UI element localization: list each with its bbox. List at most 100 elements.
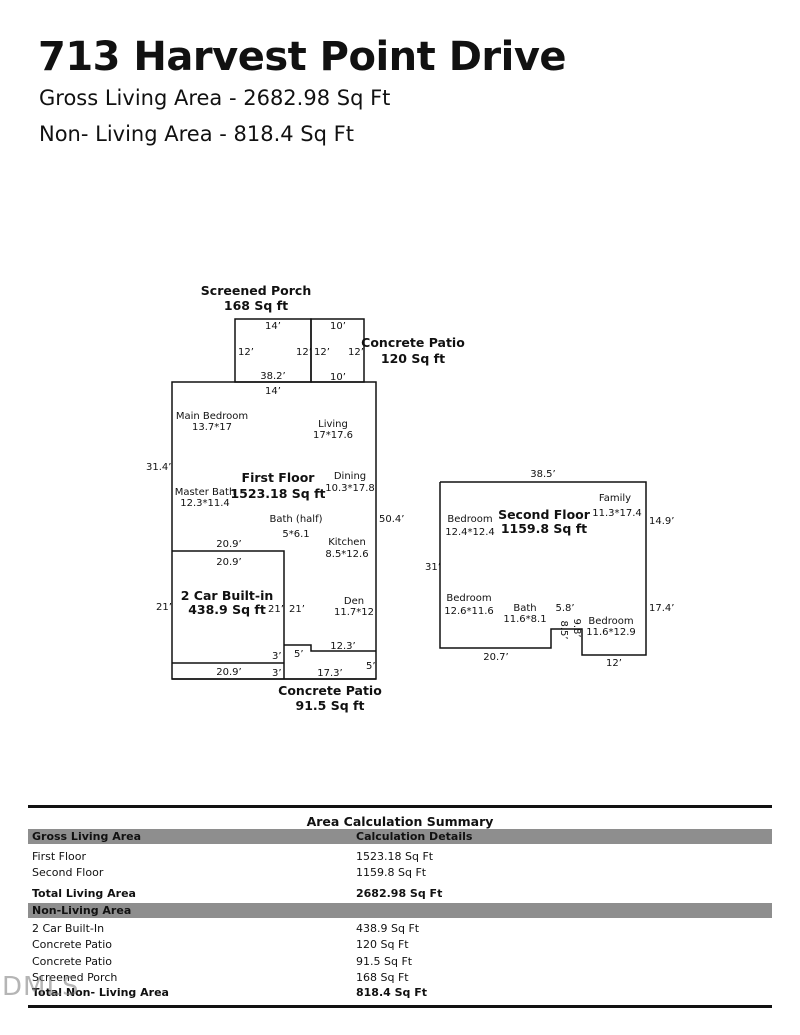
- table-row: Second Floor 1159.8 Sq Ft: [28, 866, 772, 882]
- dim-notch-left: 8.5’: [558, 620, 569, 639]
- dim-patio-right: 12’: [348, 347, 364, 358]
- second-floor-area: 1159.8 Sq ft: [501, 521, 587, 536]
- room-bath-half-size: 5*6.1: [282, 529, 309, 540]
- room-bedroom-3: Bedroom: [588, 616, 633, 627]
- dim-notch-right: 9.8’: [571, 618, 582, 637]
- dim-second-floor-right-lower: 17.4’: [649, 603, 674, 614]
- dim-patio-bottom-bottom: 17.3’: [317, 668, 342, 679]
- dim-garage-right-inner: 21’: [268, 604, 284, 615]
- row-value: 438.9 Sq Ft: [356, 922, 420, 935]
- table-row: 2 Car Built-In 438.9 Sq Ft: [28, 922, 772, 938]
- room-family: Family: [599, 493, 631, 504]
- concrete-patio-top-area: 120 Sq ft: [381, 351, 445, 366]
- dim-porch-left: 12’: [238, 347, 254, 358]
- garage-outline: [172, 550, 285, 663]
- dim-porch-top: 14’: [265, 321, 281, 332]
- row-label: First Floor: [32, 850, 87, 863]
- area-summary-table: Area Calculation Summary Gross Living Ar…: [28, 805, 772, 1008]
- dim-patio-bottom: 10’: [330, 372, 346, 383]
- row-label: Screened Porch: [32, 971, 118, 984]
- row-value: 1159.8 Sq Ft: [356, 866, 427, 879]
- table-row: Concrete Patio 120 Sq Ft: [28, 938, 772, 954]
- room-bedroom-1-size: 12.4*12.4: [445, 527, 495, 538]
- room-bedroom-2: Bedroom: [446, 593, 491, 604]
- dim-first-floor-top: 14’: [265, 386, 281, 397]
- dim-garage-top-outer: 20.9’: [216, 539, 241, 550]
- row-value: 168 Sq Ft: [356, 971, 409, 984]
- dim-garage-top-inner: 20.9’: [216, 557, 241, 568]
- room-bedroom-1: Bedroom: [447, 514, 492, 525]
- screened-porch-area: 168 Sq ft: [224, 298, 288, 313]
- row-value: 91.5 Sq Ft: [356, 955, 413, 968]
- watermark-logo: DMLS: [2, 972, 80, 1002]
- row-label: Total Non- Living Area: [32, 986, 169, 999]
- dim-garage-right-outer: 21’: [289, 604, 305, 615]
- row-label: Total Living Area: [32, 887, 136, 900]
- room-bedroom-3-size: 11.6*12.9: [586, 627, 636, 638]
- page-title: 713 Harvest Point Drive: [38, 34, 567, 80]
- gross-living-area-subtitle: Gross Living Area - 2682.98 Sq Ft: [39, 86, 391, 110]
- row-label: Concrete Patio: [32, 938, 113, 951]
- dim-garage-step-lower: 3’: [272, 668, 282, 679]
- row-value: 2682.98 Sq Ft: [356, 887, 443, 900]
- dim-patio-bottom-left: 5’: [294, 649, 304, 660]
- dim-second-floor-left: 31’: [425, 562, 441, 573]
- concrete-patio-bottom-area: 91.5 Sq ft: [296, 698, 365, 713]
- gross-living-header-bar: Gross Living Area Calculation Details: [28, 829, 772, 844]
- dim-porch-right: 12’: [296, 347, 312, 358]
- row-label: Concrete Patio: [32, 955, 113, 968]
- room-bedroom-2-size: 12.6*11.6: [444, 606, 494, 617]
- dim-garage-left: 21’: [156, 602, 172, 613]
- room-bath: Bath: [513, 603, 536, 614]
- table-row: Concrete Patio 91.5 Sq Ft: [28, 955, 772, 971]
- room-family-size: 11.3*17.4: [592, 508, 642, 519]
- room-master-bath-size: 12.3*11.4: [180, 498, 230, 509]
- gross-living-header: Gross Living Area: [32, 830, 142, 843]
- floor-plan-diagram: Screened Porch 168 Sq ft 14’ 10’ 12’ 12’…: [146, 283, 674, 713]
- dim-patio-bottom-right: 5’: [366, 661, 376, 672]
- room-main-bedroom: Main Bedroom: [176, 411, 248, 422]
- concrete-patio-bottom-label: Concrete Patio: [278, 683, 382, 698]
- non-living-area-subtitle: Non- Living Area - 818.4 Sq Ft: [39, 122, 354, 146]
- screened-porch-label: Screened Porch: [201, 283, 311, 298]
- dim-second-floor-bottom-right: 12’: [606, 658, 622, 669]
- second-floor-label: Second Floor: [498, 507, 591, 522]
- summary-title: Area Calculation Summary: [306, 814, 494, 829]
- room-dining: Dining: [334, 471, 366, 482]
- garage-area: 438.9 Sq ft: [188, 602, 266, 617]
- total-non-living-row: Total Non- Living Area 818.4 Sq Ft: [28, 986, 772, 1002]
- row-label: Second Floor: [32, 866, 104, 879]
- dim-porch-bottom: 38.2’: [260, 371, 285, 382]
- room-kitchen: Kitchen: [328, 537, 366, 548]
- dim-second-floor-top: 38.5’: [530, 469, 555, 480]
- concrete-patio-top-label: Concrete Patio: [361, 335, 465, 350]
- dim-second-floor-bottom-left: 20.7’: [483, 652, 508, 663]
- non-living-header-bar: Non-Living Area: [28, 903, 772, 918]
- dim-patio-top: 10’: [330, 321, 346, 332]
- first-floor-label: First Floor: [242, 470, 316, 485]
- dim-notch-top: 5.8’: [555, 603, 574, 614]
- garage-label: 2 Car Built-in: [181, 588, 274, 603]
- row-value: 818.4 Sq Ft: [356, 986, 428, 999]
- dim-garage-bottom: 20.9’: [216, 667, 241, 678]
- dim-first-floor-left: 31.4’: [146, 462, 171, 473]
- room-dining-size: 10.3*17.8: [325, 483, 375, 494]
- room-living: Living: [318, 419, 348, 430]
- table-row: Screened Porch 168 Sq Ft: [28, 971, 772, 987]
- dim-first-floor-right: 50.4’: [379, 514, 404, 525]
- room-bath-half: Bath (half): [270, 514, 323, 525]
- room-main-bedroom-size: 13.7*17: [192, 422, 232, 433]
- dim-patio-bottom-top: 12.3’: [330, 641, 355, 652]
- room-living-size: 17*17.6: [313, 430, 353, 441]
- room-den-size: 11.7*12: [334, 607, 374, 618]
- second-floor-outline: [439, 481, 647, 656]
- calculation-details-header: Calculation Details: [356, 830, 473, 843]
- total-living-row: Total Living Area 2682.98 Sq Ft: [28, 887, 772, 903]
- table-row: First Floor 1523.18 Sq Ft: [28, 850, 772, 866]
- room-bath-size: 11.6*8.1: [503, 614, 546, 625]
- concrete-patio-bottom-outline: [284, 644, 376, 652]
- row-value: 120 Sq Ft: [356, 938, 409, 951]
- room-master-bath: Master Bath: [175, 487, 236, 498]
- non-living-header: Non-Living Area: [32, 904, 132, 917]
- first-floor-area: 1523.18 Sq ft: [230, 486, 325, 501]
